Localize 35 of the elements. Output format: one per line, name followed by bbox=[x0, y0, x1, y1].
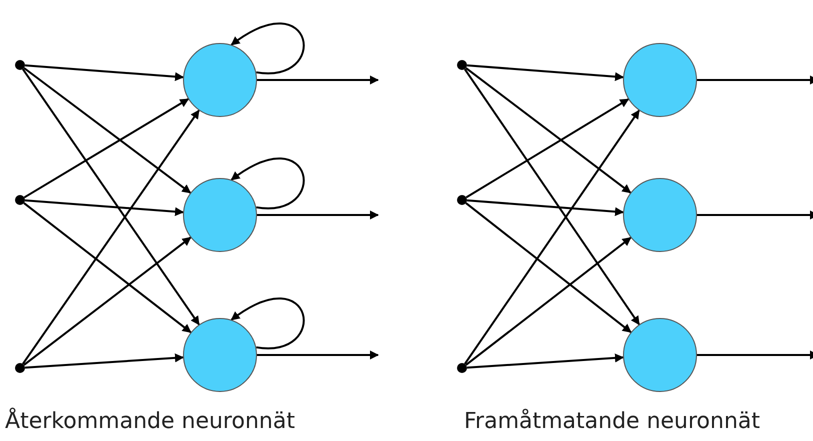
arrow bbox=[465, 202, 632, 333]
arrow bbox=[464, 68, 640, 326]
arrow bbox=[257, 210, 379, 220]
diagram-caption: Framåtmatande neuronnät bbox=[464, 409, 760, 434]
input-node bbox=[15, 195, 25, 205]
arrow bbox=[24, 353, 184, 369]
arrow bbox=[465, 236, 632, 366]
arrow bbox=[464, 110, 640, 364]
arrow bbox=[466, 199, 624, 216]
arrow bbox=[230, 22, 305, 74]
input-node bbox=[15, 363, 25, 373]
arrow bbox=[257, 76, 379, 84]
arrow bbox=[466, 353, 624, 369]
arrow bbox=[697, 350, 813, 360]
input-node bbox=[15, 60, 25, 70]
arrow bbox=[697, 210, 813, 220]
arrow bbox=[22, 110, 200, 364]
arrow bbox=[24, 98, 190, 198]
input-node bbox=[457, 195, 467, 205]
arrow bbox=[465, 67, 632, 194]
arrow bbox=[466, 98, 630, 198]
arrow bbox=[22, 68, 200, 326]
arrow bbox=[257, 350, 379, 360]
arrow bbox=[230, 158, 305, 210]
arrow bbox=[466, 64, 624, 82]
arrow bbox=[24, 199, 184, 216]
arrow bbox=[23, 236, 192, 366]
arrow bbox=[24, 64, 184, 82]
input-node bbox=[457, 60, 467, 70]
arrow bbox=[23, 67, 192, 194]
diagram-caption: Återkommande neuronnät bbox=[5, 409, 295, 434]
arrow bbox=[697, 76, 813, 84]
arrow bbox=[23, 202, 192, 334]
input-node bbox=[457, 363, 467, 373]
arrow bbox=[230, 298, 305, 350]
